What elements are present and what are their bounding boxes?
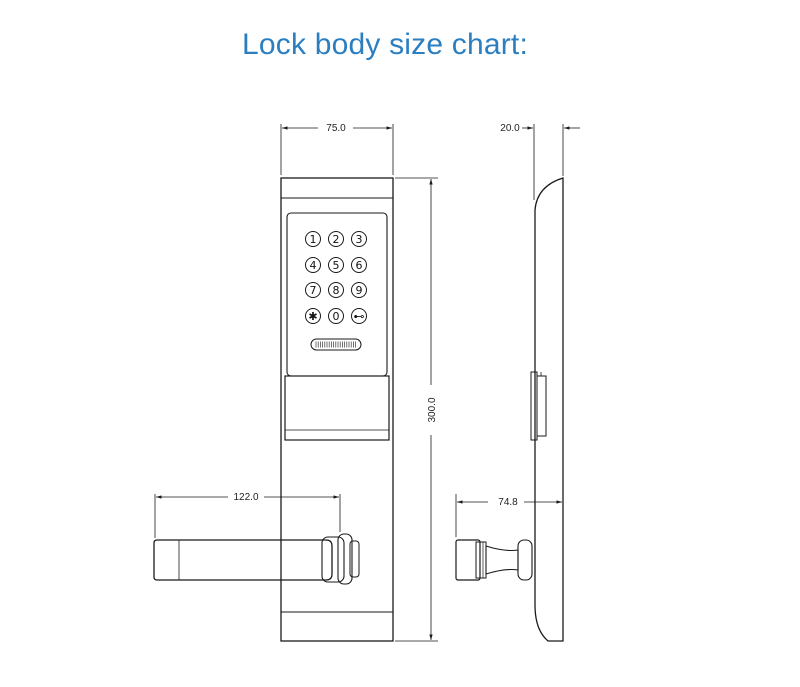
- dimension-handle-length: 122.0: [154, 492, 341, 538]
- key-1: 1: [305, 231, 321, 247]
- dimension-height: 300.0: [395, 177, 438, 642]
- dimension-thickness-label: 20.0: [500, 123, 520, 134]
- escutcheon-plate: [280, 177, 394, 642]
- lever-handle: [153, 533, 360, 585]
- svg-text:5: 5: [333, 259, 340, 272]
- side-plate: [534, 177, 564, 642]
- svg-text:0: 0: [333, 310, 340, 323]
- key-6: 6: [351, 257, 367, 273]
- reader-strip-icon: [310, 338, 362, 351]
- dimension-height-label: 300.0: [427, 397, 438, 422]
- dimension-handle-depth-label: 74.8: [498, 497, 518, 508]
- svg-text:⊷: ⊷: [354, 310, 365, 323]
- side-handle: [455, 539, 533, 581]
- dimension-width-label: 75.0: [326, 123, 346, 134]
- dimension-handle-depth: 74.8: [455, 494, 562, 537]
- svg-text:9: 9: [356, 284, 363, 297]
- chart-title: Lock body size chart:: [241, 28, 528, 61]
- side-view: 20.0 74.8: [455, 123, 580, 642]
- key-8: 8: [328, 282, 344, 298]
- svg-text:8: 8: [333, 284, 340, 297]
- svg-text:4: 4: [310, 259, 317, 272]
- svg-text:1: 1: [310, 233, 317, 246]
- dimension-width: 75.0: [280, 123, 394, 175]
- keypad-keys: 1 2 3 4 5 6 7 8 9 ✱ 0 ⊷: [305, 231, 367, 324]
- dimension-handle-length-label: 122.0: [233, 492, 258, 503]
- dimension-thickness: 20.0: [500, 123, 580, 200]
- key-2: 2: [328, 231, 344, 247]
- key-3: 3: [351, 231, 367, 247]
- key-4: 4: [305, 257, 321, 273]
- svg-text:2: 2: [333, 233, 340, 246]
- svg-text:3: 3: [356, 233, 363, 246]
- key-0: 0: [328, 308, 344, 324]
- key-9: 9: [351, 282, 367, 298]
- key-7: 7: [305, 282, 321, 298]
- lower-housing: [284, 375, 390, 441]
- key-lock: ⊷: [351, 308, 367, 324]
- svg-text:7: 7: [310, 284, 317, 297]
- front-view: 1 2 3 4 5 6 7 8 9 ✱ 0 ⊷: [153, 123, 438, 642]
- side-latch: [530, 371, 538, 441]
- key-5: 5: [328, 257, 344, 273]
- svg-text:✱: ✱: [308, 310, 317, 323]
- svg-text:6: 6: [356, 259, 363, 272]
- key-star: ✱: [305, 308, 321, 324]
